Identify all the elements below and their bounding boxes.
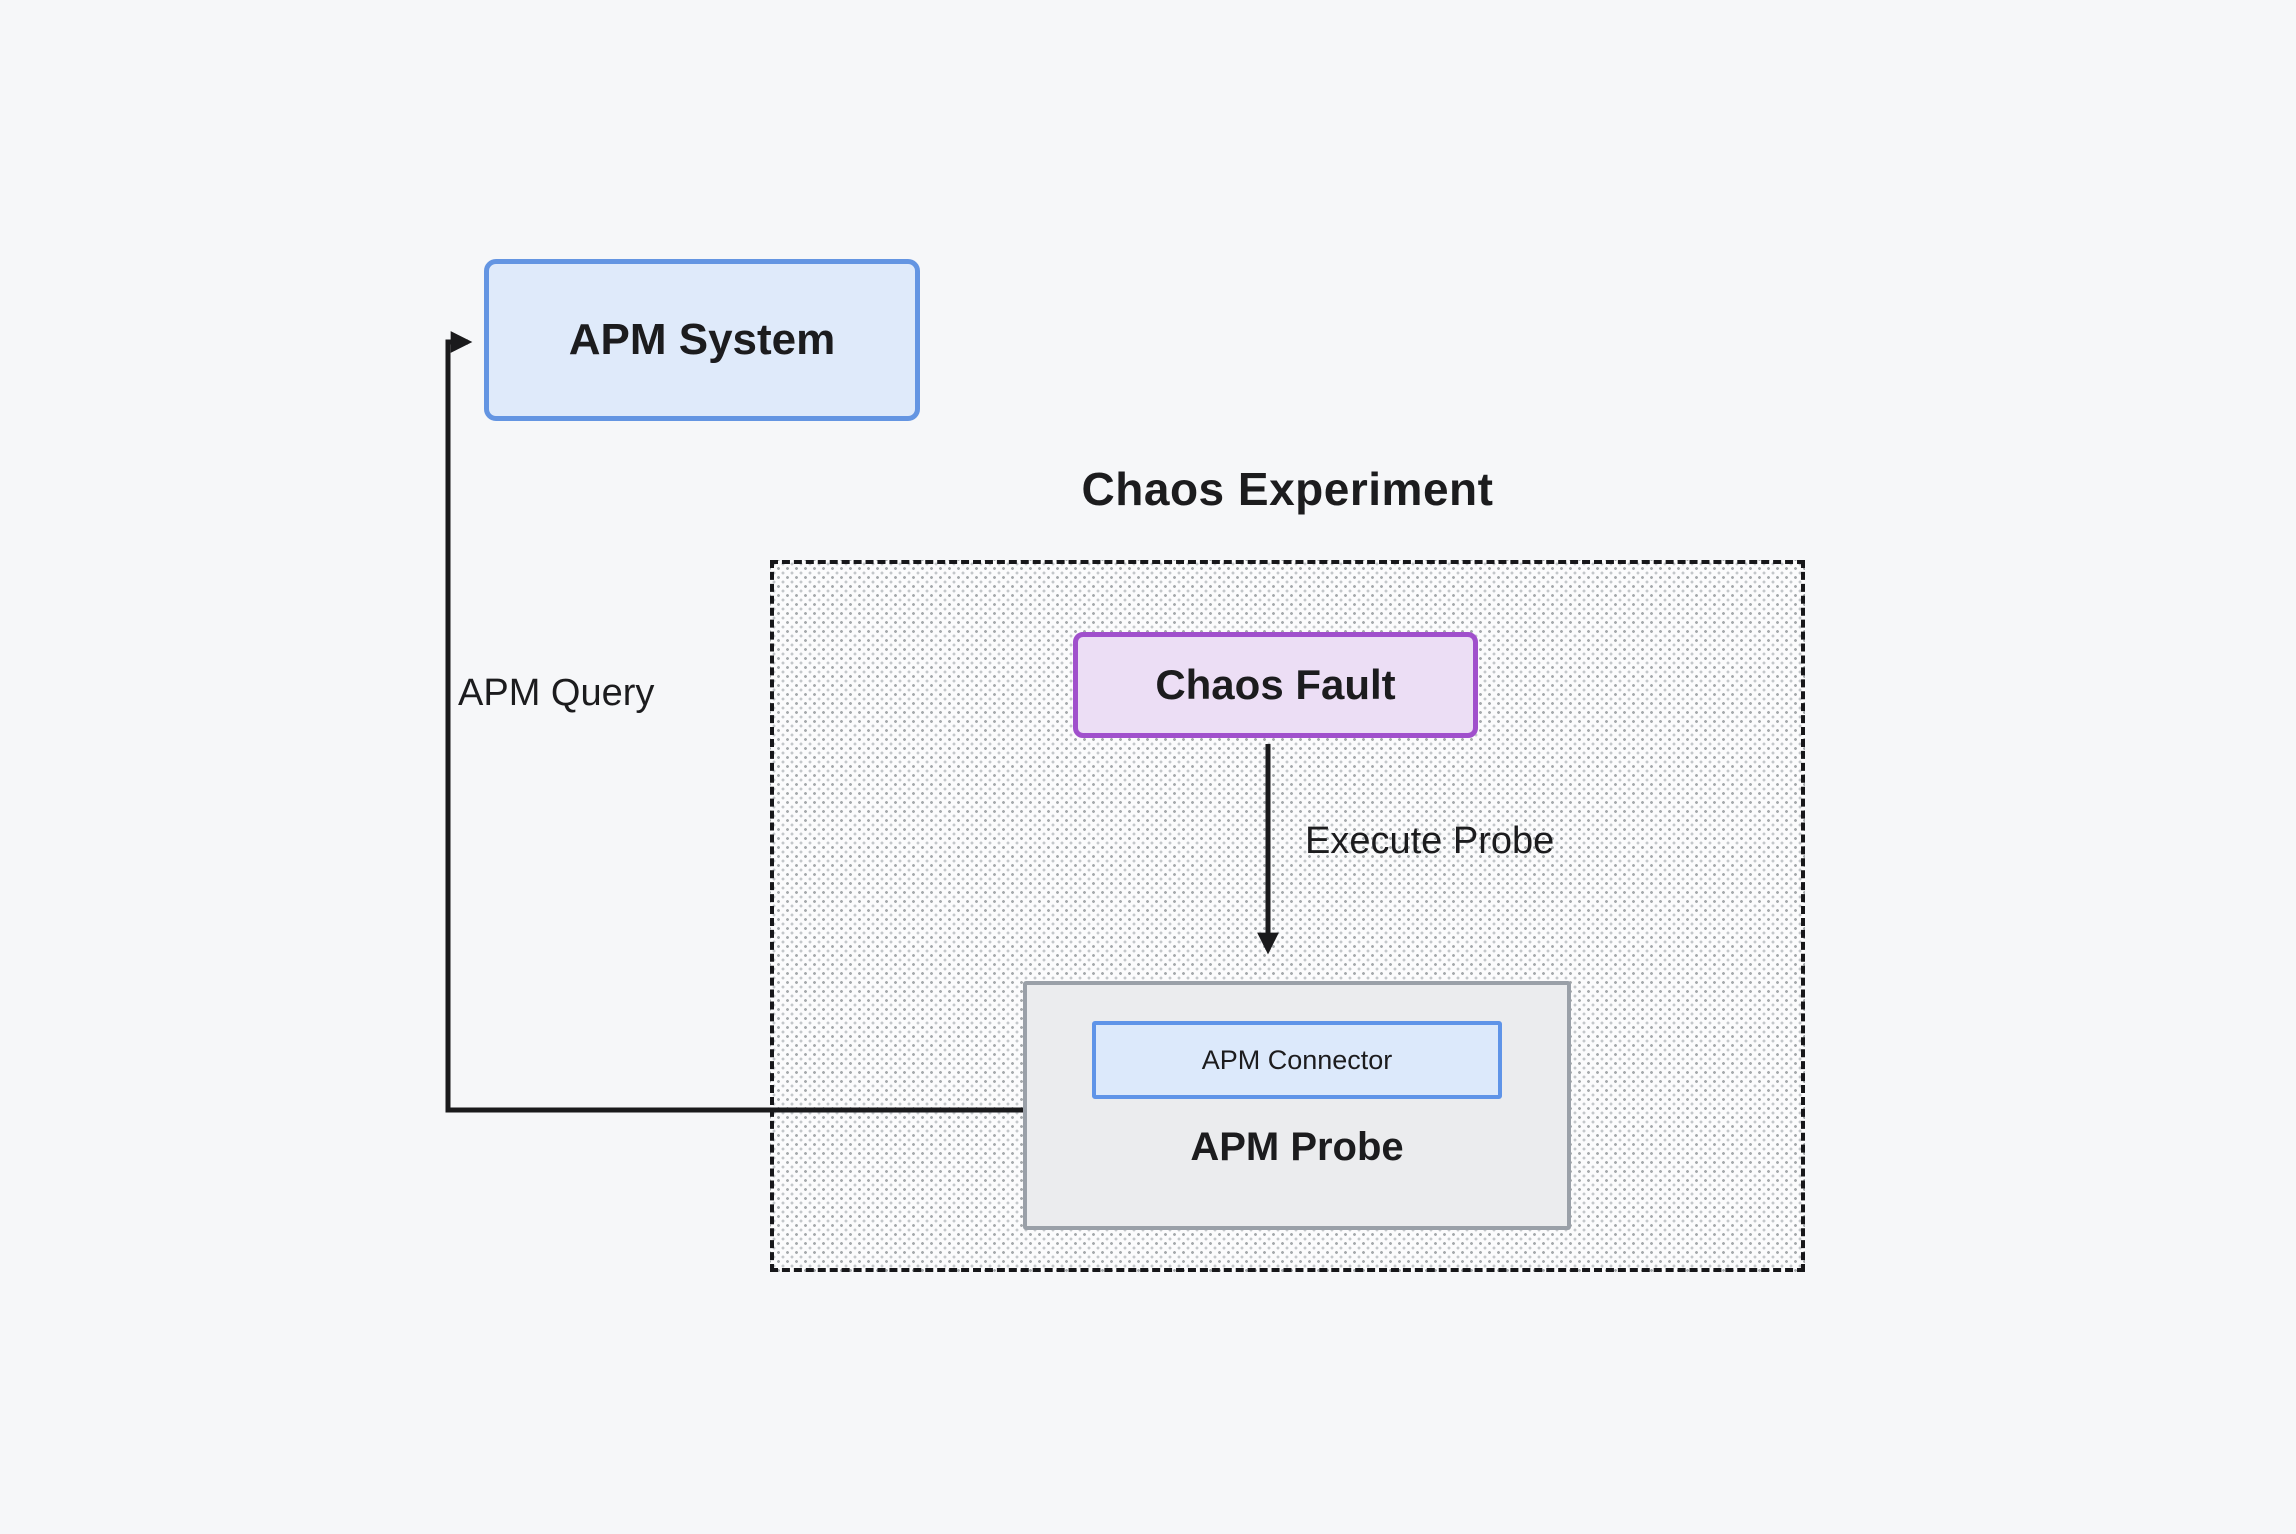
node-chaos-fault-label: Chaos Fault [1155,661,1396,708]
edge-label-apm-query: APM Query [458,672,655,714]
node-apm-system-label: APM System [568,315,836,364]
node-chaos-fault: Chaos Fault [1073,632,1478,738]
node-apm-connector-label: APM Connector [1201,1044,1393,1075]
edge-apm-query [445,331,1025,1113]
edge-label-execute-probe: Execute Probe [1305,820,1555,862]
node-apm-system: APM System [484,259,920,421]
node-apm-probe-label: APM Probe [1190,1125,1404,1169]
chaos-experiment-title: Chaos Experiment [1081,463,1494,515]
node-apm-probe: APM Connector APM Probe [1023,981,1571,1230]
node-apm-connector: APM Connector [1092,1021,1502,1099]
